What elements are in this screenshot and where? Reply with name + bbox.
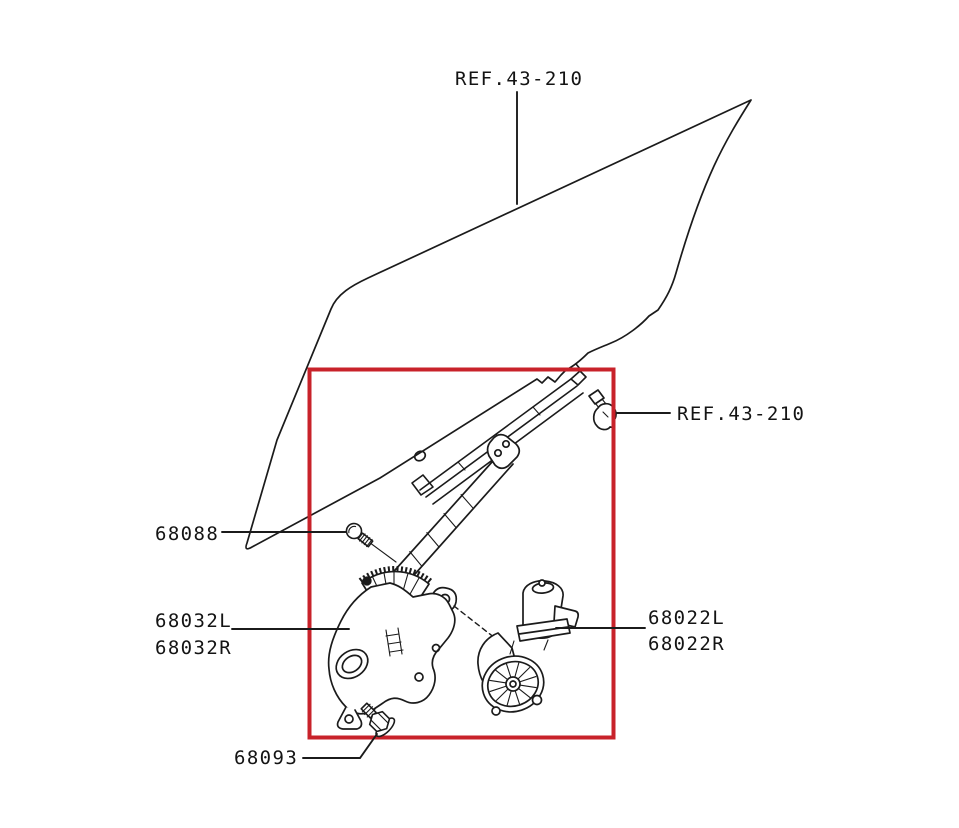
leader-68093 (302, 733, 378, 759)
glass-outline (245, 99, 752, 550)
part-labels: REF.43-210 REF.43-210 68088 68032L 68032… (155, 68, 805, 769)
door-glass-drawing (245, 99, 752, 550)
window-regulator-drawing (327, 433, 521, 730)
regulator-backplate (327, 582, 456, 730)
sash-end-hook (570, 363, 587, 386)
pivot-bracket (486, 433, 521, 470)
leader-lines (221, 91, 671, 759)
label-68032r: 68032R (155, 637, 232, 659)
window-motor-drawing (477, 579, 580, 716)
motor-gear-wheel (481, 655, 545, 713)
motor-stud (531, 694, 543, 706)
motor-stud (491, 706, 501, 716)
label-68022l: 68022L (648, 607, 725, 629)
wheel-spokes (489, 662, 537, 706)
label-ref-glass: REF.43-210 (455, 68, 583, 90)
regulator-arm (386, 451, 514, 593)
glass-mount-hole (413, 450, 427, 462)
screw-68088-drawing (345, 522, 397, 563)
highlight-box (307, 367, 616, 740)
label-68093: 68093 (234, 747, 298, 769)
gear-teeth (358, 566, 433, 585)
label-68032l: 68032L (155, 610, 232, 632)
diagram-artwork (245, 99, 752, 730)
label-68022r: 68022R (648, 633, 725, 655)
label-ref-fastener: REF.43-210 (677, 403, 805, 425)
label-68088: 68088 (155, 523, 219, 545)
sash-end-cap (411, 474, 434, 496)
bolt-68093-drawing (360, 702, 396, 738)
fasteners (345, 522, 397, 738)
